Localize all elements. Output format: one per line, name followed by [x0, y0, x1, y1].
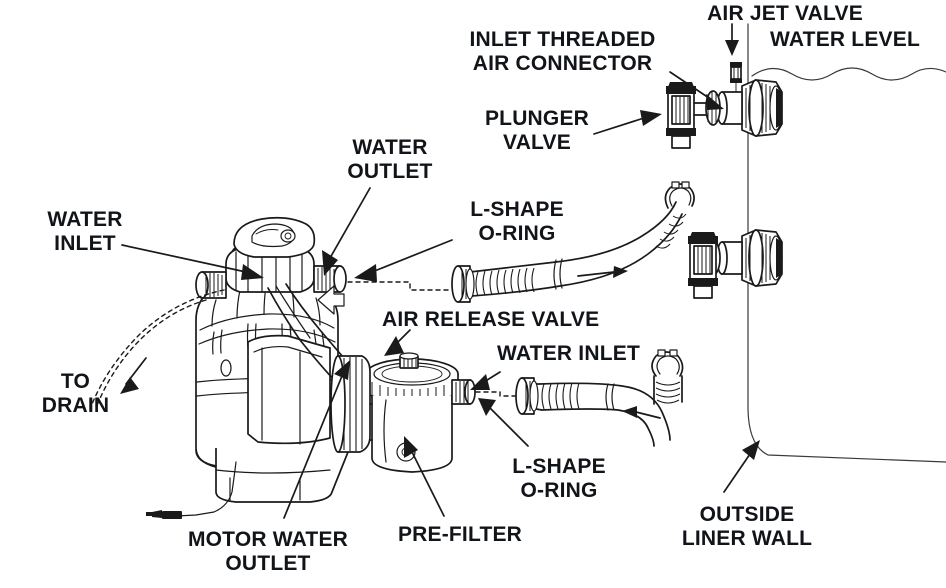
upper-hose	[451, 181, 695, 303]
leader-motor-water-outlet	[283, 360, 350, 519]
upper-wall-fitting	[666, 62, 783, 149]
pre-filter-housing	[355, 352, 476, 473]
label-outside-liner-wall: OUTSIDE LINER WALL	[681, 503, 813, 550]
prefilter-inlet-port	[451, 379, 476, 405]
power-cord	[146, 461, 237, 519]
label-air-jet-valve: AIR JET VALVE	[707, 2, 863, 25]
lower-hose-flow-arrow	[622, 406, 661, 419]
leader-plunger-valve	[593, 110, 662, 135]
lower-hose-collar	[515, 377, 539, 415]
leader-lines	[121, 23, 760, 519]
label-to-drain: TO DRAIN	[41, 370, 110, 417]
leader-l-shape-o-ring-top	[354, 239, 453, 282]
leader-air-release-valve	[384, 329, 411, 356]
leader-water-inlet-top	[121, 244, 264, 280]
leader-water-outlet	[322, 187, 371, 276]
air-jet-valve-part	[730, 62, 742, 93]
leader-outside-liner-wall	[723, 440, 760, 493]
valve-right-port	[313, 265, 347, 293]
label-motor-water-outlet: MOTOR WATER OUTLET	[187, 528, 349, 575]
upper-hose-flow-arrow	[577, 266, 628, 278]
label-water-level: WATER LEVEL	[770, 28, 920, 51]
label-water-outlet: WATER OUTLET	[347, 136, 433, 183]
label-water-inlet-bottom: WATER INLET	[497, 342, 640, 365]
upper-hose-collar	[451, 265, 475, 303]
leader-pre-filter	[404, 436, 445, 517]
lower-hose-clamp	[651, 349, 684, 377]
valve-rotation-arrow	[317, 285, 345, 315]
leader-inlet-threaded-air-connector	[669, 71, 724, 110]
label-l-shape-o-ring-top: L-SHAPE O-RING	[470, 198, 564, 245]
drain-flow-arrow	[120, 357, 147, 394]
label-l-shape-o-ring-bottom: L-SHAPE O-RING	[512, 455, 606, 502]
leader-water-inlet-bottom	[470, 371, 501, 390]
label-inlet-threaded-air-connector: INLET THREADED AIR CONNECTOR	[469, 28, 656, 75]
upper-plunger-valve	[666, 82, 707, 149]
air-release-valve-knob	[399, 352, 419, 369]
multiport-valve	[195, 216, 357, 387]
upper-hose-clamp	[664, 181, 695, 209]
label-air-release-valve: AIR RELEASE VALVE	[382, 308, 600, 331]
lower-wall-fitting	[688, 229, 783, 299]
valve-left-port	[195, 271, 227, 299]
leader-l-shape-o-ring-bottom	[478, 398, 529, 447]
liner-wall-line	[747, 23, 946, 463]
label-plunger-valve: PLUNGER VALVE	[484, 107, 590, 154]
label-pre-filter: PRE-FILTER	[397, 523, 523, 546]
lower-hose	[515, 349, 684, 447]
label-water-inlet-top: WATER INLET	[47, 208, 123, 255]
pump-motor	[146, 355, 371, 519]
water-surface-line	[751, 67, 946, 81]
lower-plunger-valve	[688, 232, 718, 299]
leader-air-jet-valve	[725, 23, 739, 56]
drain-stream	[91, 289, 225, 409]
sand-filter-tank	[195, 243, 349, 503]
